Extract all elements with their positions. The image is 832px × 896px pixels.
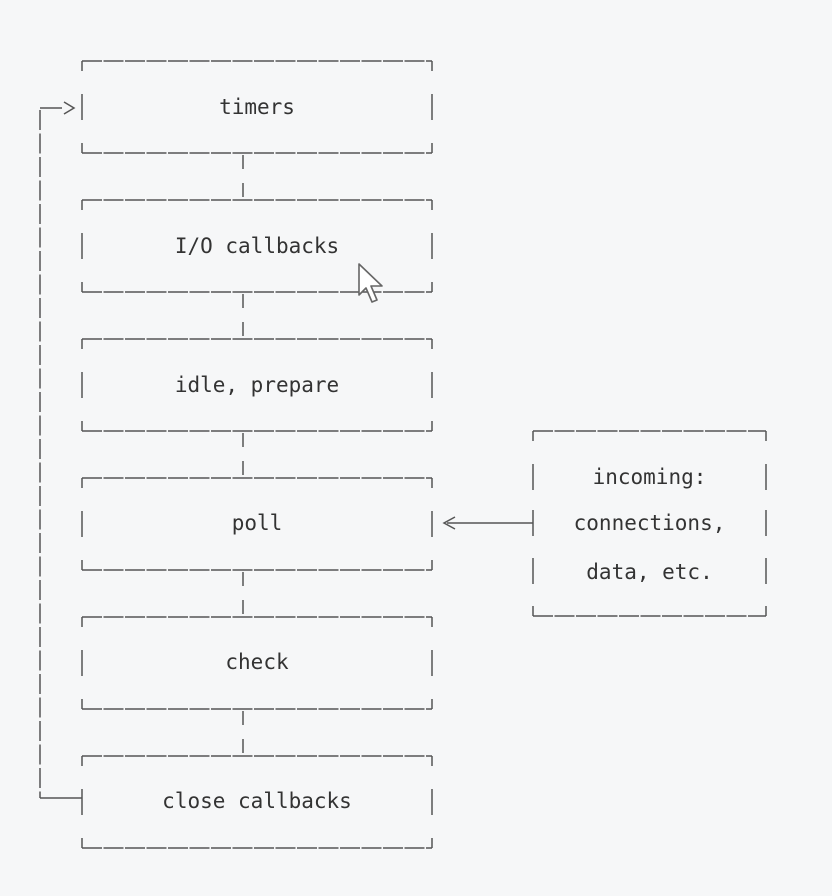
phase-box-idle-prepare — [81, 338, 433, 432]
incoming-line-3: data, etc. — [586, 560, 713, 584]
phase-box-poll — [81, 477, 433, 571]
phase-label-timers: timers — [219, 95, 295, 119]
phase-box-timers — [81, 60, 433, 154]
loop-back-arrowhead — [63, 101, 76, 115]
incoming-line-1: incoming: — [592, 465, 707, 489]
incoming-line-2: connections, — [573, 511, 726, 535]
incoming-arrowhead — [442, 516, 456, 530]
phase-label-close-callbacks: close callbacks — [162, 789, 352, 813]
phase-label-poll: poll — [231, 511, 283, 535]
incoming-box — [532, 430, 767, 617]
phase-label-idle-prepare: idle, prepare — [174, 373, 340, 397]
mouse-pointer-icon — [358, 263, 383, 303]
phase-label-io-callbacks: I/O callbacks — [174, 234, 340, 258]
phase-box-check — [81, 616, 433, 710]
phase-label-check: check — [225, 650, 289, 674]
phase-box-close-callbacks — [81, 755, 433, 849]
